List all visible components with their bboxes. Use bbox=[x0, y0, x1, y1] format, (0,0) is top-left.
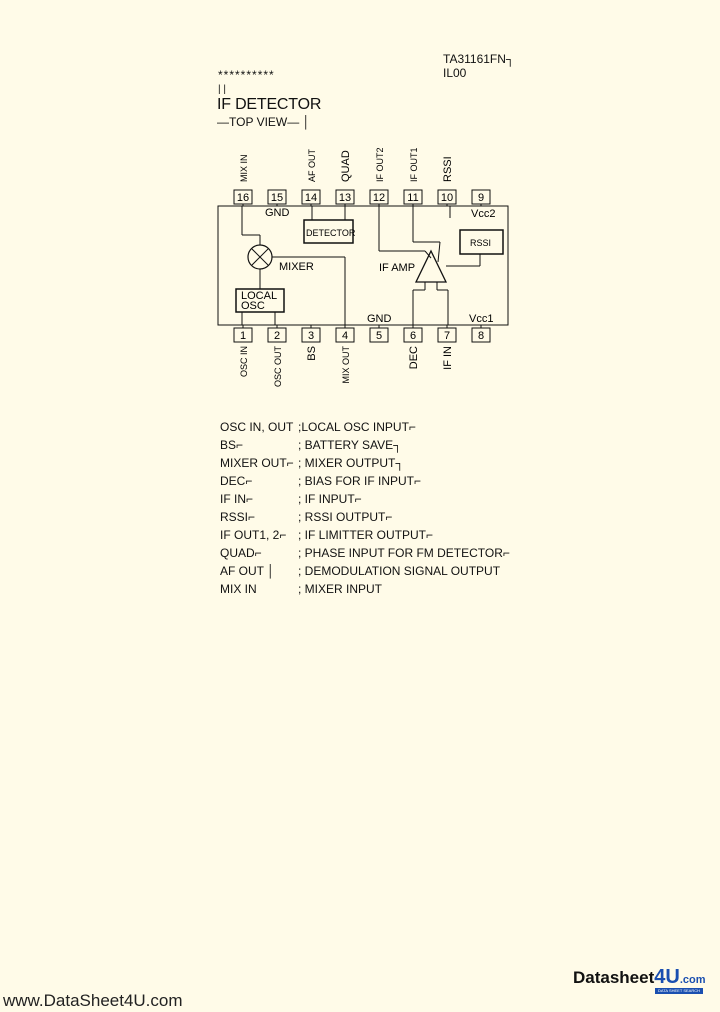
rssi-block-label: RSSI bbox=[470, 238, 491, 248]
pin-number-15: 15 bbox=[271, 192, 283, 204]
mixer-label: MIXER bbox=[279, 261, 314, 273]
pin-number-1: 1 bbox=[240, 330, 246, 342]
page-title: IF DETECTOR bbox=[217, 96, 322, 113]
pin-description-row: IF OUT1, 2⌐ ; IF LIMITTER OUTPUT⌐ bbox=[220, 526, 510, 544]
pin-name: MIXER OUT⌐ bbox=[220, 456, 294, 470]
pin-function: ; BATTERY SAVE┐ bbox=[298, 438, 402, 452]
pin-label-7: IF IN bbox=[442, 346, 454, 370]
detector-label: DETECTOR bbox=[306, 228, 356, 238]
pin-description-row: MIX IN ; MIXER INPUT bbox=[220, 580, 510, 598]
pin-number-6: 6 bbox=[410, 330, 416, 342]
part-number: TA31161FN┐ bbox=[443, 52, 515, 66]
osc-label: OSC bbox=[241, 300, 265, 312]
small-mark: | | bbox=[218, 84, 226, 95]
stars-line: ********** bbox=[218, 68, 275, 82]
pin-name: RSSI⌐ bbox=[220, 510, 256, 524]
vcc2-label: Vcc2 bbox=[471, 208, 495, 220]
pin-function: ; IF LIMITTER OUTPUT⌐ bbox=[298, 528, 434, 542]
pin-name: QUAD⌐ bbox=[220, 546, 262, 560]
pin-number-10: 10 bbox=[441, 192, 453, 204]
pin-number-13: 13 bbox=[339, 192, 351, 204]
local-label: LOCAL bbox=[241, 290, 277, 302]
pin-label-3: BS bbox=[306, 346, 318, 361]
logo-main: Datasheet bbox=[573, 968, 655, 987]
view-label: —TOP VIEW— │ bbox=[217, 115, 311, 129]
watermark-text[interactable]: www.DataSheet4U.com bbox=[3, 991, 183, 1010]
pin-label-2: OSC OUT bbox=[273, 346, 283, 388]
pin-description-row: IF IN⌐ ; IF INPUT⌐ bbox=[220, 490, 510, 508]
pin-name: AF OUT │ bbox=[220, 564, 275, 578]
gnd-top-label: GND bbox=[265, 207, 290, 219]
pin-description-row: BS⌐ ; BATTERY SAVE┐ bbox=[220, 436, 510, 454]
logo-accent: 4U bbox=[654, 966, 680, 988]
datasheet-logo[interactable]: Datasheet4U.com DATA SHEET SEARCH bbox=[573, 966, 713, 996]
pin-label-11: IF OUT1 bbox=[409, 147, 419, 182]
if-amp-label: IF AMP bbox=[379, 262, 415, 274]
pin-number-2: 2 bbox=[274, 330, 280, 342]
pin-label-16: MIX IN bbox=[239, 154, 249, 182]
pin-function: ; MIXER INPUT bbox=[298, 582, 383, 596]
pin-number-4: 4 bbox=[342, 330, 348, 342]
pin-description-row: MIXER OUT⌐ ; MIXER OUTPUT┐ bbox=[220, 454, 510, 472]
logo-tagline: DATA SHEET SEARCH bbox=[655, 988, 703, 994]
pin-number-14: 14 bbox=[305, 192, 317, 204]
pin-label-4: MIX OUT bbox=[341, 345, 351, 383]
pin-number-3: 3 bbox=[308, 330, 314, 342]
detector-block bbox=[303, 219, 354, 244]
pin-description-row: DEC⌐ ; BIAS FOR IF INPUT⌐ bbox=[220, 472, 510, 490]
pin-number-7: 7 bbox=[444, 330, 450, 342]
pin-label-14: AF OUT bbox=[307, 148, 317, 182]
pin-function: ;LOCAL OSC INPUT⌐ bbox=[298, 420, 416, 434]
sub-code: IL00 bbox=[443, 66, 467, 80]
pin-function: ; IF INPUT⌐ bbox=[298, 492, 362, 506]
pin-description-row: AF OUT │ ; DEMODULATION SIGNAL OUTPUT bbox=[220, 562, 510, 580]
logo-suffix: .com bbox=[679, 974, 706, 986]
pin-name: IF IN⌐ bbox=[220, 492, 254, 506]
pin-function: ; BIAS FOR IF INPUT⌐ bbox=[298, 474, 422, 488]
pin-label-12: IF OUT2 bbox=[375, 147, 385, 182]
pin-function: ; MIXER OUTPUT┐ bbox=[298, 456, 404, 470]
pin-label-13: QUAD bbox=[340, 150, 352, 182]
pin-function: ; PHASE INPUT FOR FM DETECTOR⌐ bbox=[298, 546, 510, 560]
pin-label-6: DEC bbox=[408, 346, 420, 369]
pin-number-12: 12 bbox=[373, 192, 385, 204]
pin-description-row: QUAD⌐ ; PHASE INPUT FOR FM DETECTOR⌐ bbox=[220, 544, 510, 562]
vcc1-label: Vcc1 bbox=[469, 313, 493, 325]
pin-number-11: 11 bbox=[407, 192, 418, 204]
pin-number-16: 16 bbox=[237, 192, 249, 204]
pin-name: OSC IN, OUT bbox=[220, 420, 294, 434]
ic-body bbox=[217, 205, 509, 326]
top-pins: 16 MIX IN 15 14 AF OUT 13 QUAD 12 IF OUT2 11 IF OU… bbox=[233, 147, 491, 206]
gnd-bottom-label: GND bbox=[367, 313, 392, 325]
pin-description-row: OSC IN, OUT ;LOCAL OSC INPUT⌐ bbox=[220, 418, 510, 436]
if-amp-symbol bbox=[414, 249, 448, 283]
pin-name: IF OUT1, 2⌐ bbox=[220, 528, 287, 542]
pin-name: MIX IN bbox=[220, 582, 257, 596]
pin-number-8: 8 bbox=[478, 330, 484, 342]
pin-description-row: RSSI⌐ ; RSSI OUTPUT⌐ bbox=[220, 508, 510, 526]
pin-function: ; RSSI OUTPUT⌐ bbox=[298, 510, 393, 524]
pin-name: BS⌐ bbox=[220, 438, 244, 452]
pin-description-list: OSC IN, OUT ;LOCAL OSC INPUT⌐ BS⌐ ; BATTERY… bbox=[220, 418, 510, 598]
pin-function: ; DEMODULATION SIGNAL OUTPUT bbox=[298, 564, 501, 578]
rssi-block bbox=[459, 229, 504, 255]
wires bbox=[241, 206, 481, 325]
pin-label-10: RSSI bbox=[442, 156, 454, 182]
pin-number-9: 9 bbox=[478, 192, 484, 204]
pin-label-1: OSC IN bbox=[239, 346, 249, 377]
pin-number-5: 5 bbox=[376, 330, 382, 342]
pin-name: DEC⌐ bbox=[220, 474, 253, 488]
